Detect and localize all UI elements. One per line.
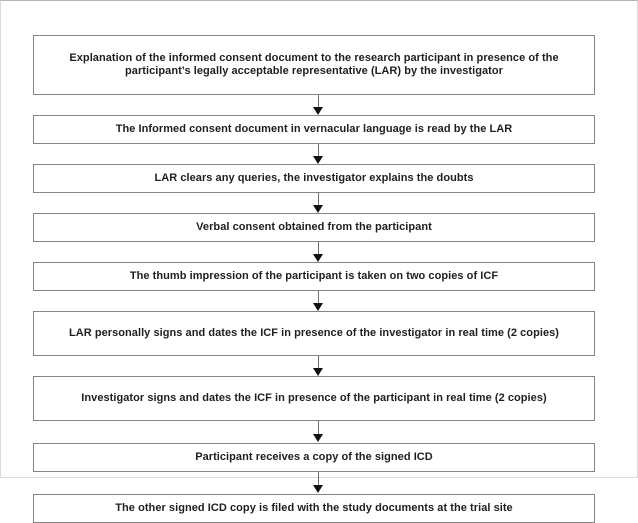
flowchart: Explanation of the informed consent docu… [33,35,595,523]
down-arrow-icon [313,368,323,376]
flow-node-label: Verbal consent obtained from the partici… [196,220,432,233]
flow-connector-6 [33,356,595,376]
flow-node-icd-read-by-lar: The Informed consent document in vernacu… [33,115,595,144]
flow-connector-7 [33,421,595,443]
flow-node-label: LAR personally signs and dates the ICF i… [68,326,560,339]
down-arrow-icon [313,254,323,262]
flow-node-investigator-signs-and-dates-icf: Investigator signs and dates the ICF in … [33,376,595,421]
flow-node-verbal-consent-obtained: Verbal consent obtained from the partici… [33,213,595,242]
down-arrow-icon [313,434,323,442]
flow-node-lar-signs-and-dates-icf: LAR personally signs and dates the ICF i… [33,311,595,356]
flow-node-label: Investigator signs and dates the ICF in … [81,391,547,404]
arrow-stem [318,242,319,256]
flow-node-label: LAR clears any queries, the investigator… [154,171,474,184]
arrow-stem [318,421,319,436]
flow-node-label: The thumb impression of the participant … [129,269,499,282]
down-arrow-icon [313,205,323,213]
flow-node-explanation-of-icd: Explanation of the informed consent docu… [33,35,595,95]
arrow-stem [318,193,319,207]
down-arrow-icon [313,303,323,311]
flow-node-thumb-impression-taken: The thumb impression of the participant … [33,262,595,291]
flow-node-label: Participant receives a copy of the signe… [195,450,433,463]
flow-node-label: The other signed ICD copy is filed with … [115,501,513,514]
flow-node-participant-receives-copy: Participant receives a copy of the signe… [33,443,595,472]
arrow-stem [318,291,319,305]
down-arrow-icon [313,485,323,493]
flow-node-lar-clears-queries: LAR clears any queries, the investigator… [33,164,595,193]
flow-node-label: The Informed consent document in vernacu… [115,122,513,135]
arrow-stem [318,95,319,109]
down-arrow-icon [313,156,323,164]
flow-connector-1 [33,95,595,115]
flow-connector-4 [33,242,595,262]
down-arrow-icon [313,107,323,115]
arrow-stem [318,144,319,158]
flow-node-other-copy-filed-at-site: The other signed ICD copy is filed with … [33,494,595,523]
flow-node-label: Explanation of the informed consent docu… [69,51,559,78]
flow-connector-8 [33,472,595,494]
arrow-stem [318,356,319,370]
flow-connector-2 [33,144,595,164]
flow-connector-5 [33,291,595,311]
flow-connector-3 [33,193,595,213]
